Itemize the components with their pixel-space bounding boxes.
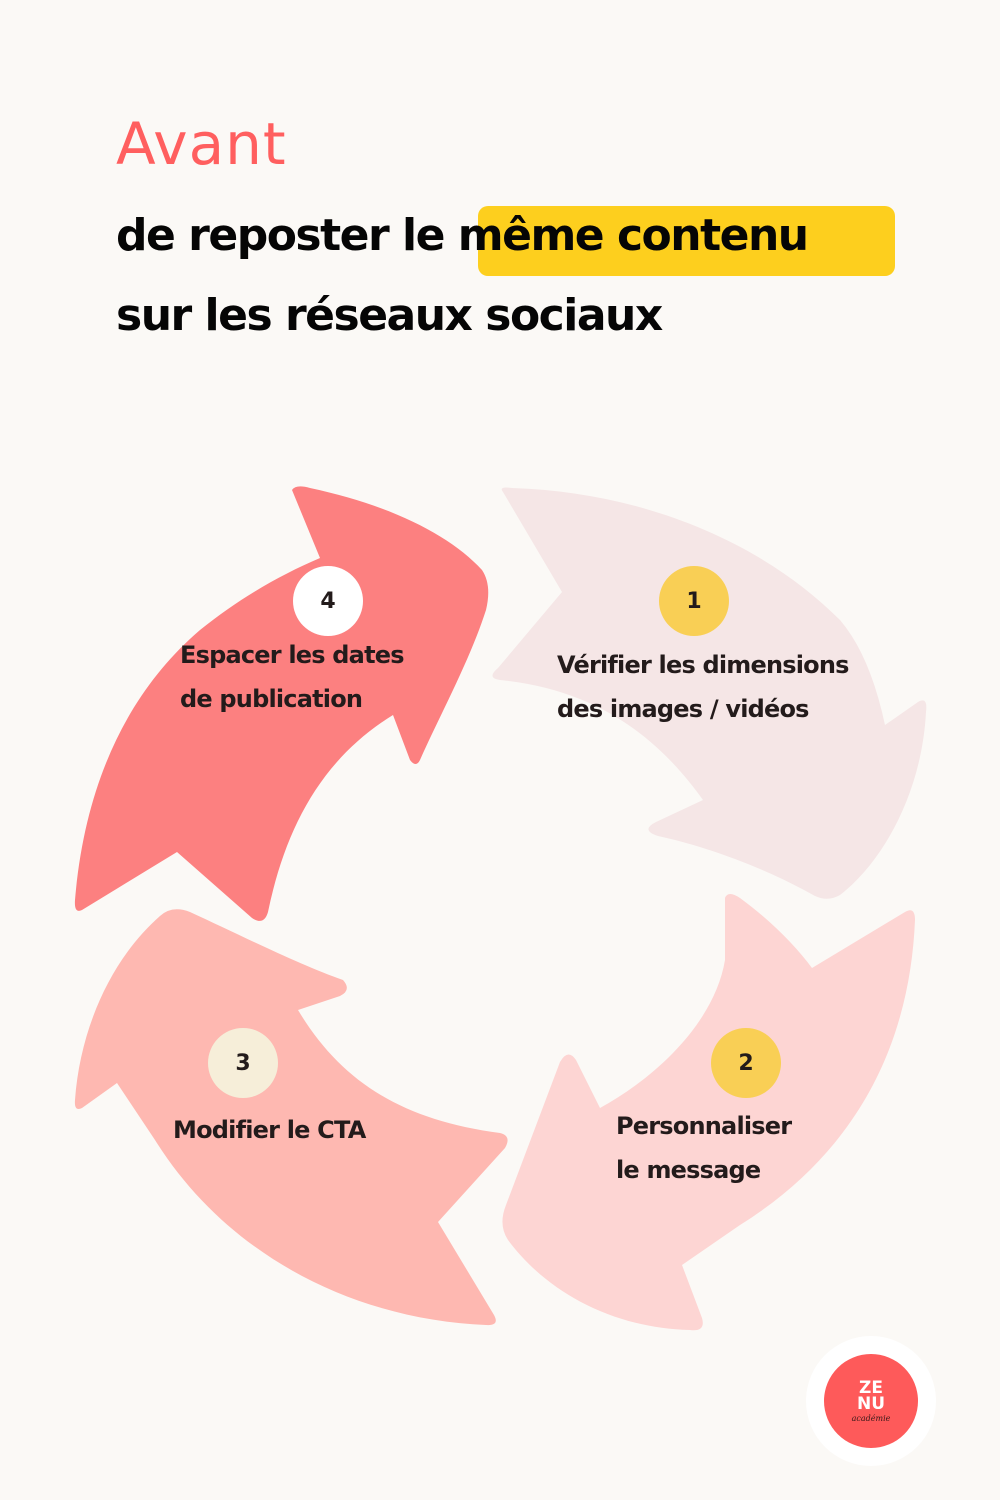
step-2-number: 2 (738, 1050, 754, 1076)
logo-word-1: ZE (859, 1377, 883, 1398)
brand-logo-circle: ZE NU académie (824, 1354, 918, 1448)
step-4-line-2: de publication (180, 685, 363, 713)
logo-word-2: NU (856, 1393, 886, 1414)
step-3-label: Modifier le CTA (173, 1108, 366, 1152)
arrow-step-1 (492, 487, 927, 899)
step-1-label: Vérifier les dimensions des images / vid… (557, 643, 849, 731)
title-highlight-box (478, 206, 895, 276)
title-highlight-text: même contenu (457, 210, 809, 261)
step-2-line-1: Personnaliser (616, 1112, 792, 1140)
step-2-label: Personnaliser le message (616, 1104, 792, 1192)
step-4-badge: 4 (293, 566, 363, 636)
step-4-number: 4 (320, 588, 336, 614)
title-line-1: de reposter le même contenu (116, 210, 809, 261)
step-3-badge: 3 (208, 1028, 278, 1098)
step-2-badge: 2 (711, 1028, 781, 1098)
step-3-line-1: Modifier le CTA (173, 1116, 366, 1144)
title-kicker: Avant (116, 110, 287, 178)
title-line-1-prefix: de reposter le (116, 210, 458, 261)
arrow-step-4 (74, 486, 489, 921)
step-1-badge: 1 (659, 566, 729, 636)
step-4-line-1: Espacer les dates (180, 641, 405, 669)
step-3-number: 3 (235, 1050, 251, 1076)
step-4-label: Espacer les dates de publication (180, 633, 405, 721)
step-1-number: 1 (686, 588, 702, 614)
brand-logo: ZE NU académie (806, 1336, 936, 1466)
title-line-2: sur les réseaux sociaux (116, 290, 663, 341)
logo-subtitle: académie (851, 1413, 891, 1423)
step-1-line-1: Vérifier les dimensions (557, 651, 849, 679)
step-2-line-2: le message (616, 1156, 761, 1184)
step-1-line-2: des images / vidéos (557, 695, 809, 723)
arrow-step-2 (502, 894, 915, 1331)
arrow-step-3 (74, 909, 508, 1326)
